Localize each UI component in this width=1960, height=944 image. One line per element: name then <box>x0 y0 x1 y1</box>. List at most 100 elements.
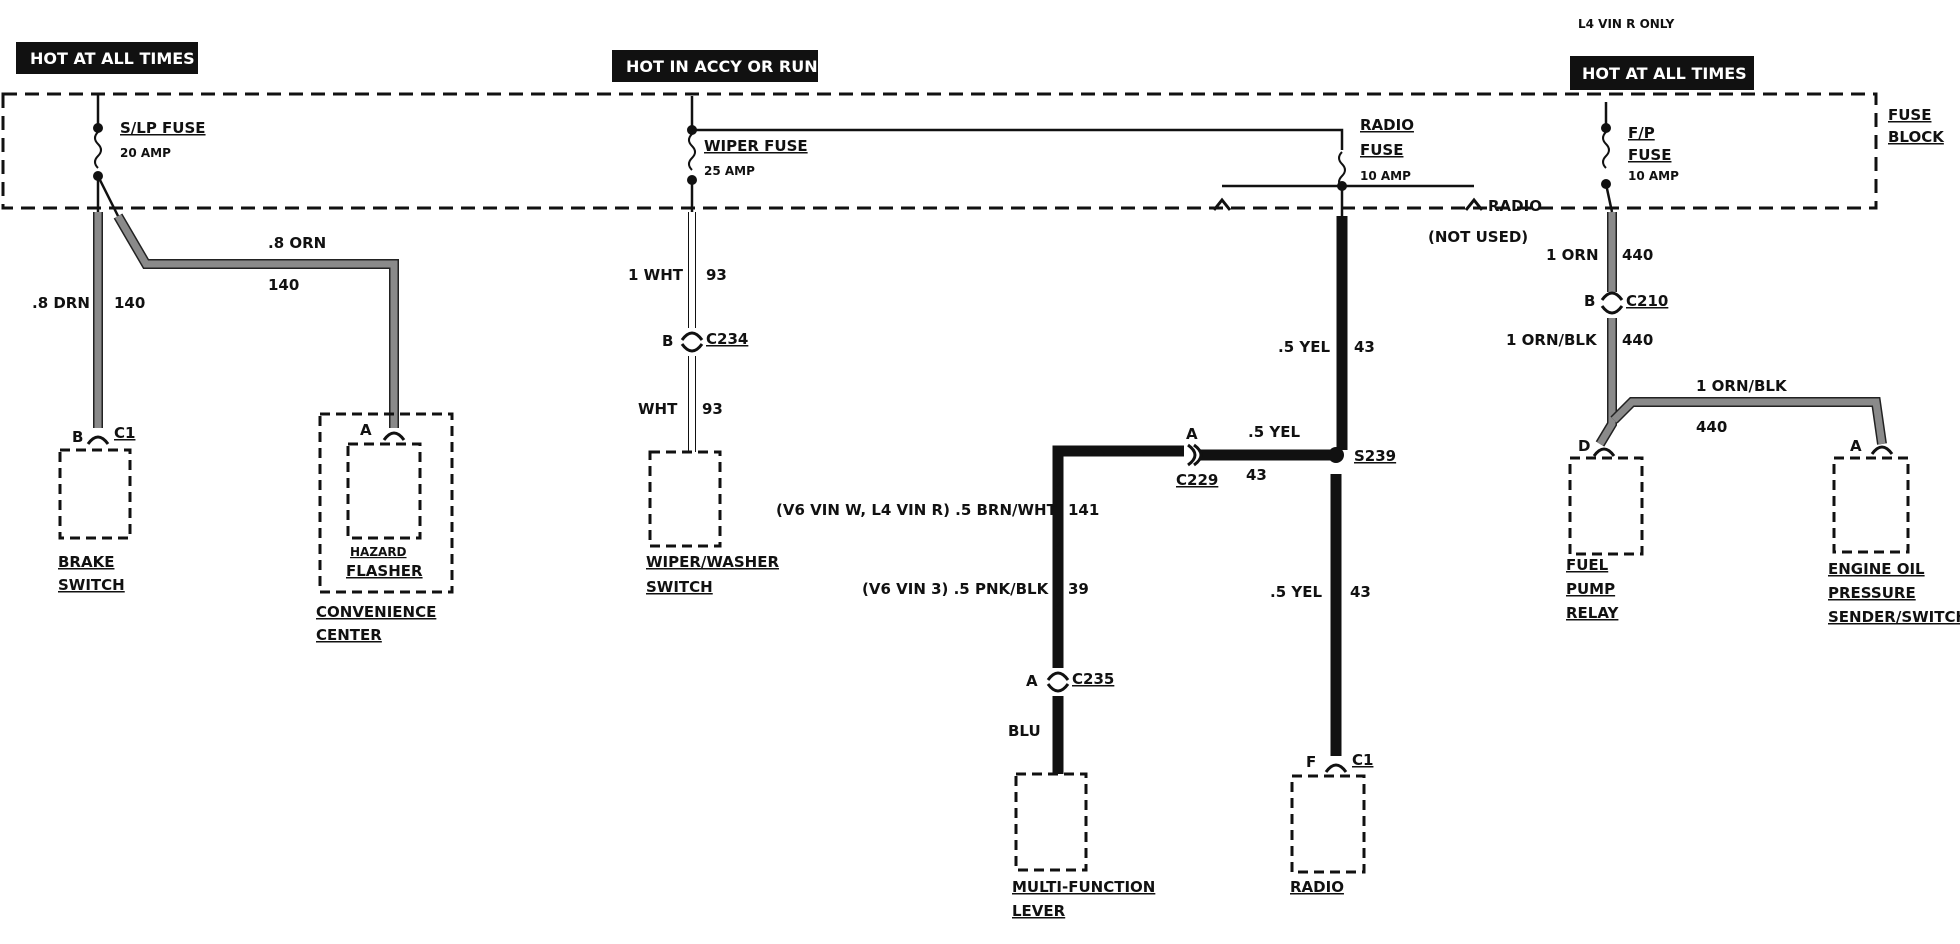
fuse-wiper <box>687 96 697 185</box>
wire-oil-edge <box>1610 397 1887 445</box>
fuse-slp-rating: 20 AMP <box>120 146 171 160</box>
fp-conn: C210 <box>1626 292 1668 310</box>
wire-fp-lower-color: 1 ORN/BLK <box>1506 331 1598 349</box>
brake-switch-label-1: BRAKE <box>58 553 114 571</box>
wiper-switch-label-2: SWITCH <box>646 578 713 596</box>
wire-mfl-upper <box>1052 445 1184 668</box>
wire-oil <box>1611 398 1886 445</box>
badge-hot-at-all-times-right: HOT AT ALL TIMES <box>1570 56 1754 90</box>
fuel-pump-relay-box <box>1568 456 1644 556</box>
badge-label: HOT IN ACCY OR RUN <box>626 57 818 76</box>
splice-s239-dot <box>1328 447 1344 463</box>
relay-label-3: RELAY <box>1566 604 1620 622</box>
wire-oil-circuit: 440 <box>1696 418 1727 436</box>
wire-mfl-lower-color: BLU <box>1008 722 1041 740</box>
c229-conn: C229 <box>1176 471 1218 489</box>
badge-hot-at-all-times-left: HOT AT ALL TIMES <box>16 42 198 74</box>
fuse-block-label-2: BLOCK <box>1888 128 1945 146</box>
wire-flasher-edge <box>113 213 399 428</box>
fuse-fp-name-2: FUSE <box>1628 146 1671 164</box>
not-used-label: (NOT USED) <box>1428 228 1528 246</box>
fp-pin: B <box>1584 292 1595 310</box>
fuse-fp-name-1: F/P <box>1628 124 1655 142</box>
wire-brake-circuit: 140 <box>114 294 145 312</box>
c229-pin: A <box>1186 425 1198 443</box>
radio-label: RADIO <box>1290 878 1344 896</box>
wire-wiper-upper-circuit: 93 <box>706 266 727 284</box>
wire-fp-lower-circuit: 440 <box>1622 331 1653 349</box>
wire-oil-color: 1 ORN/BLK <box>1696 377 1788 395</box>
hazard-flasher-box <box>346 442 422 540</box>
bus-line <box>692 128 1344 150</box>
flasher-pin: A <box>360 421 372 439</box>
hazard-flasher-label-1: HAZARD <box>350 545 407 559</box>
engine-oil-sender-box <box>1832 456 1910 554</box>
multi-function-lever-box <box>1014 772 1088 872</box>
fuse-radio-name-1: RADIO <box>1360 116 1414 134</box>
fuse-fp <box>1601 102 1611 189</box>
wiper-conn: C234 <box>706 330 748 348</box>
wire-mfl-2-color: (V6 VIN 3) .5 PNK/BLK <box>862 580 1050 598</box>
wire-radio-lower-circuit: 43 <box>1350 583 1371 601</box>
wire-splice-color: .5 YEL <box>1248 423 1300 441</box>
hazard-flasher-label-2: FLASHER <box>346 562 423 580</box>
fuse-slp-name: S/LP FUSE <box>120 119 206 137</box>
wiper-pin: B <box>662 332 673 350</box>
wire-flasher-circuit: 140 <box>268 276 299 294</box>
fuse-radio-rating: 10 AMP <box>1360 169 1411 183</box>
wire-wiper-lower-color: WHT <box>638 400 678 418</box>
mfl-label-1: MULTI-FUNCTION <box>1012 878 1155 896</box>
wire-fp-lower <box>1596 318 1616 446</box>
badge-label: HOT AT ALL TIMES <box>30 49 195 68</box>
convenience-center-box <box>318 412 454 594</box>
relay-label-2: PUMP <box>1566 580 1615 598</box>
c235-conn: C235 <box>1072 670 1114 688</box>
radio-tap-label: RADIO <box>1488 197 1542 215</box>
brake-conn: C1 <box>114 424 135 442</box>
convenience-center-label-1: CONVENIENCE <box>316 603 436 621</box>
wire-radio-upper-circuit: 43 <box>1354 338 1375 356</box>
wire-brake-color: .8 DRN <box>32 294 90 312</box>
convenience-center-label-2: CENTER <box>316 626 382 644</box>
wire-mfl-2-circuit: 39 <box>1068 580 1089 598</box>
wire-radio-lower-color: .5 YEL <box>1270 583 1322 601</box>
fuse-slp <box>93 94 103 181</box>
radio-conn: C1 <box>1352 751 1373 769</box>
oil-label-1: ENGINE OIL <box>1828 560 1925 578</box>
wire-wiper-lower-circuit: 93 <box>702 400 723 418</box>
brake-switch-label-2: SWITCH <box>58 576 125 594</box>
wire-fp-upper-circuit: 440 <box>1622 246 1653 264</box>
fuse-fp-rating: 10 AMP <box>1628 169 1679 183</box>
fuse-wiper-name: WIPER FUSE <box>704 137 808 155</box>
radio-box <box>1290 774 1366 874</box>
brake-switch-box <box>58 448 132 540</box>
relay-label-1: FUEL <box>1566 556 1609 574</box>
wire-splice-circuit: 43 <box>1246 466 1267 484</box>
wire-flasher-color: .8 ORN <box>268 234 326 252</box>
badge-label: HOT AT ALL TIMES <box>1582 64 1747 83</box>
oil-pin: A <box>1850 437 1862 455</box>
radio-pin: F <box>1306 753 1316 771</box>
relay-pin: D <box>1578 437 1590 455</box>
wire-wiper-upper-color: 1 WHT <box>628 266 684 284</box>
wire-mfl-1-color: (V6 VIN W, L4 VIN R) .5 BRN/WHT <box>776 501 1058 519</box>
fuse-block-outline <box>1 92 1878 210</box>
wire-fp-upper-color: 1 ORN <box>1546 246 1599 264</box>
wiper-switch-label-1: WIPER/WASHER <box>646 553 779 571</box>
mfl-label-2: LEVER <box>1012 902 1066 920</box>
c235-pin: A <box>1026 672 1038 690</box>
oil-label-3: SENDER/SWITCH <box>1828 608 1960 626</box>
wiper-washer-switch-box <box>648 450 722 548</box>
wire-flasher <box>114 214 398 428</box>
wire-mfl-1-circuit: 141 <box>1068 501 1099 519</box>
splice-s239: S239 <box>1354 447 1396 465</box>
oil-label-2: PRESSURE <box>1828 584 1916 602</box>
fuse-wiper-rating: 25 AMP <box>704 164 755 178</box>
badge-hot-in-accy-or-run: HOT IN ACCY OR RUN <box>612 50 818 82</box>
wire-radio-upper-color: .5 YEL <box>1278 338 1330 356</box>
fuse-radio <box>1212 151 1484 211</box>
top-note: L4 VIN R ONLY <box>1578 17 1675 31</box>
brake-pin: B <box>72 428 83 446</box>
fuse-radio-name-2: FUSE <box>1360 141 1403 159</box>
